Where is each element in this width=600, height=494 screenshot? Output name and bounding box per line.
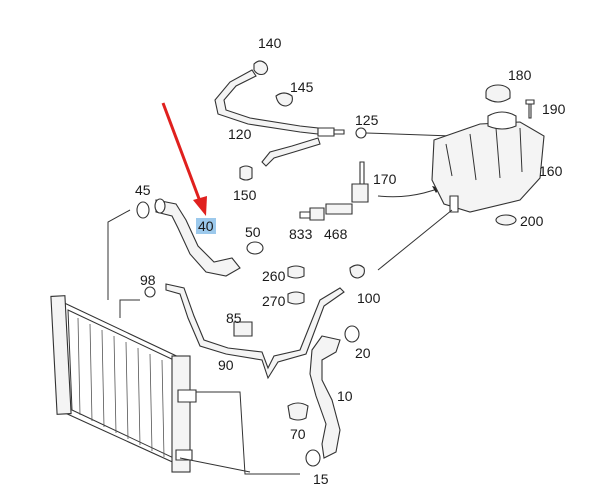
label-120: 120 — [228, 126, 252, 142]
label-20: 20 — [355, 345, 371, 361]
fitting-833 — [309, 207, 325, 221]
clip-85 — [233, 321, 253, 337]
clamp-70 — [287, 402, 309, 421]
label-145: 145 — [290, 79, 314, 95]
ring-125 — [355, 127, 367, 139]
label-45: 45 — [135, 182, 151, 198]
ring-98 — [144, 286, 156, 298]
label-190: 190 — [542, 101, 566, 117]
label-180: 180 — [508, 67, 532, 83]
bolt-190 — [525, 99, 535, 119]
hose-10 — [309, 335, 341, 459]
ring-20 — [344, 325, 360, 343]
ring-15 — [305, 449, 321, 467]
label-270: 270 — [262, 293, 286, 309]
clamp-100 — [349, 264, 365, 279]
label-160: 160 — [539, 163, 563, 179]
clamp-270 — [287, 291, 305, 305]
label-10: 10 — [337, 388, 353, 404]
label-125: 125 — [355, 112, 379, 128]
label-15: 15 — [313, 471, 329, 487]
label-90: 90 — [218, 357, 234, 373]
label-85: 85 — [226, 310, 242, 326]
ring-45 — [136, 201, 150, 219]
clamp-260 — [287, 265, 305, 279]
label-40-highlighted[interactable]: 40 — [196, 218, 216, 234]
label-140: 140 — [258, 35, 282, 51]
sensor-170 — [351, 183, 369, 203]
label-100: 100 — [357, 290, 381, 306]
label-50: 50 — [245, 224, 261, 240]
pipe-90 — [165, 283, 345, 380]
label-150: 150 — [233, 187, 257, 203]
label-468: 468 — [324, 226, 348, 242]
expansion-tank-160 — [377, 111, 545, 271]
label-170: 170 — [373, 171, 397, 187]
label-260: 260 — [262, 268, 286, 284]
grommet-200 — [495, 214, 517, 226]
label-833: 833 — [289, 226, 313, 242]
ring-50 — [246, 241, 264, 255]
clamp-150 — [239, 165, 253, 181]
label-70: 70 — [290, 426, 306, 442]
radiator — [50, 295, 197, 473]
connector-468 — [325, 203, 353, 215]
label-98: 98 — [140, 272, 156, 288]
pointer-arrow — [161, 102, 207, 216]
clamp-140 — [253, 60, 269, 76]
hose-40 — [155, 199, 241, 277]
label-200: 200 — [520, 213, 544, 229]
clamp-145 — [275, 92, 293, 107]
